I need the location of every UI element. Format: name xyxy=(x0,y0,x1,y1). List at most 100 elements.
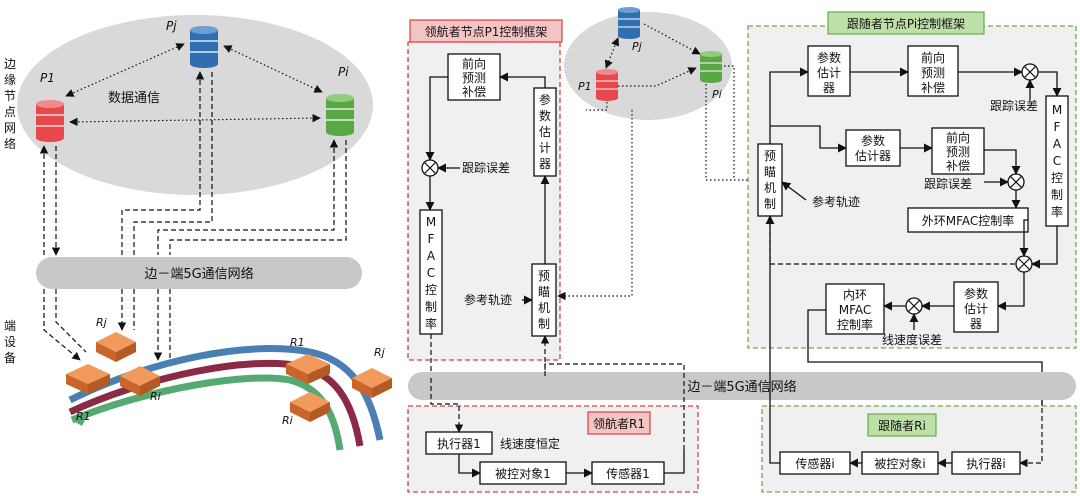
follower-actuator: 执行器i xyxy=(951,451,1021,475)
ff-line-sum-mfac xyxy=(1038,71,1062,97)
follower-param-est-low: 参数 估计 器 xyxy=(953,281,999,333)
ff-in-0: 内环 xyxy=(843,288,867,302)
lf-fc-0: 前向 xyxy=(462,56,486,71)
ff-mr-1: F xyxy=(1054,120,1061,134)
uplink-pi-a xyxy=(157,139,339,255)
leader-track-err: 跟踪误差 xyxy=(462,161,510,175)
leader-forward-comp-block: 前向 预测 补偿 xyxy=(447,53,501,101)
mid-link-pj-pi xyxy=(643,23,701,55)
lf-pe-2: 估 xyxy=(539,125,551,139)
robot-ri-right xyxy=(290,392,330,422)
ff-line-fcm-sum xyxy=(984,149,1021,175)
ff-fct-0: 前向 xyxy=(921,50,945,65)
data-comm-label: 数据通信 xyxy=(108,91,160,106)
database-icon-green xyxy=(326,94,354,136)
ff-pel-1: 估计 xyxy=(964,302,988,316)
ff-mr-0: M xyxy=(1052,103,1062,117)
ff-pel-2: 器 xyxy=(970,317,982,331)
device-vertical-label: 端 设 备 xyxy=(4,319,16,365)
follower-param-est-top: 参数 估计 器 xyxy=(807,45,851,97)
mid-link-to-leader-preview xyxy=(557,110,633,301)
follower-outer-mfac: 外环MFAC控制率 xyxy=(907,207,1029,233)
network-bar-right-label: 边－端5G通信网络 xyxy=(687,379,796,395)
follower-mfac-right: M F A C 控 制 率 xyxy=(1045,95,1069,227)
lf-pe-0: 参 xyxy=(539,92,551,107)
ld-plant: 被控对象1 xyxy=(495,467,551,481)
robot-label-ri: Ri xyxy=(150,390,161,403)
lf-line-pe-fc xyxy=(499,72,546,88)
downlink-2 xyxy=(55,289,87,353)
lf-fc-2: 补偿 xyxy=(462,84,486,99)
mid-link-p1-down xyxy=(586,102,608,111)
mid-db-blue xyxy=(618,7,640,39)
ff-pv-3: 制 xyxy=(764,197,776,211)
leader-speed-const: 线速度恒定 xyxy=(500,436,560,451)
follower-preview-block: 预 瞄 机 制 xyxy=(757,143,783,217)
mid-link-pj-p1 xyxy=(604,37,620,69)
robot-label-ri-right: Ri xyxy=(282,414,293,427)
mid-db-green xyxy=(700,51,722,83)
ff-in-2: 控制率 xyxy=(837,317,873,332)
ff-mr-6: 率 xyxy=(1051,204,1063,219)
leader-device-title-box xyxy=(587,411,651,435)
vlabel-2: 节 xyxy=(4,89,16,103)
link-p1-pj xyxy=(65,43,185,97)
leader-sum-junction xyxy=(421,159,439,177)
ff-mr-5: 制 xyxy=(1051,188,1063,202)
vlabel-4: 网 xyxy=(4,121,16,135)
ff-mr-2: A xyxy=(1053,137,1062,151)
robot-label-rj-right: Rj xyxy=(374,346,386,359)
lf-m-3: C xyxy=(427,266,435,280)
follower-sensor: 传感器i xyxy=(779,451,851,475)
ff-pv-0: 预 xyxy=(764,149,776,163)
robot-r1-left xyxy=(66,364,110,394)
ff-pv-1: 瞄 xyxy=(764,165,776,179)
follower-inner-mfac: 内环 MFAC 控制率 xyxy=(825,283,885,335)
mid-label-pi: Pi xyxy=(712,88,722,101)
mid-db-red xyxy=(596,69,618,101)
edge-network-vertical-label: 边 缘 节 点 网 络 xyxy=(4,57,16,151)
lf-pv-3: 制 xyxy=(538,317,550,331)
lf-pv-2: 机 xyxy=(538,301,550,315)
follower-frame-title-box xyxy=(827,11,985,35)
robot-r1-right xyxy=(286,354,330,384)
network-bar-left-label: 边－端5G通信网络 xyxy=(144,266,253,282)
ff-mr-3: C xyxy=(1053,154,1061,168)
robot-rj-right xyxy=(352,368,392,398)
follower-device-title-box xyxy=(867,413,937,437)
ff-line-ref xyxy=(781,181,807,201)
follower-sum-low xyxy=(1015,255,1033,273)
ff-line-mfacr-sumlow xyxy=(1031,226,1058,269)
fd-sensor: 传感器i xyxy=(795,456,834,471)
follower-param-est-mid: 参数 估计器 xyxy=(845,129,901,167)
ff-pel-0: 参数 xyxy=(964,286,988,301)
ff-fcm-1: 预测 xyxy=(946,145,970,159)
leader-sensor: 传感器1 xyxy=(591,461,665,485)
network-bar-left xyxy=(36,257,362,289)
follower-forward-comp-mid: 前向 预测 补偿 xyxy=(931,127,985,175)
robot-label-r1: R1 xyxy=(76,410,91,423)
leader-param-est-block: 参 数 估 计 器 xyxy=(533,87,557,177)
ff-fct-2: 补偿 xyxy=(921,80,945,95)
node-label-p1: P1 xyxy=(40,71,55,85)
vlabel-d0: 端 xyxy=(4,319,16,333)
lf-pe-4: 器 xyxy=(539,157,551,171)
downlink-1 xyxy=(43,289,81,361)
ff-pet-1: 估计 xyxy=(817,66,841,80)
robot-ri-left xyxy=(120,366,160,396)
ff-pet-2: 器 xyxy=(823,81,835,95)
follower-speed-err: 线速度误差 xyxy=(882,332,942,347)
ff-fct-1: 预测 xyxy=(921,66,945,80)
ff-line-pv-pem xyxy=(770,125,847,153)
node-label-pi: Pi xyxy=(338,65,349,79)
vlabel-3: 点 xyxy=(4,105,16,119)
ld-act: 执行器1 xyxy=(437,437,481,451)
follower-device-title: 跟随者Ri xyxy=(878,418,926,433)
robot-label-rj: Rj xyxy=(96,316,108,329)
follower-forward-comp-top: 前向 预测 补偿 xyxy=(907,45,959,97)
mid-label-p1: P1 xyxy=(578,80,592,93)
follower-frame-title: 跟随者节点Pi控制框架 xyxy=(847,16,965,31)
follower-track-err-mid: 跟踪误差 xyxy=(924,177,972,191)
lf-pv-0: 预 xyxy=(538,269,550,283)
